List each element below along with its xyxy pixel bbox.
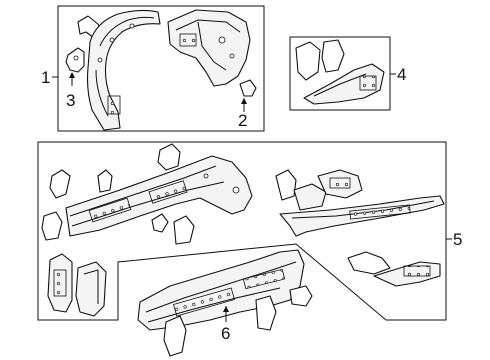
apron-upper-parts [275, 169, 363, 211]
group-5-frame [37, 141, 452, 321]
apron-lower-pieces [347, 251, 441, 287]
shock-tower-part [167, 9, 251, 87]
callout-4: 4 [397, 65, 407, 84]
group-4-frame [289, 36, 396, 111]
callout-2: 2 [238, 111, 248, 130]
part-2-clip [239, 79, 257, 112]
group-1-frame [52, 5, 265, 132]
rail-brackets-left [41, 143, 195, 245]
callout-5: 5 [453, 230, 463, 249]
apron-reinforcement-rail [279, 195, 445, 237]
callout-3: 3 [66, 91, 76, 110]
part-6-lower-rail [137, 249, 313, 357]
rail-extension-pieces [47, 253, 107, 317]
frame-rail-main [65, 155, 253, 237]
part-4-bracket-assembly [295, 39, 385, 105]
part-3-bracket [65, 47, 85, 86]
callout-6: 6 [221, 324, 231, 343]
callout-1: 1 [41, 68, 51, 87]
wheelhouse-rail-part [86, 9, 161, 131]
